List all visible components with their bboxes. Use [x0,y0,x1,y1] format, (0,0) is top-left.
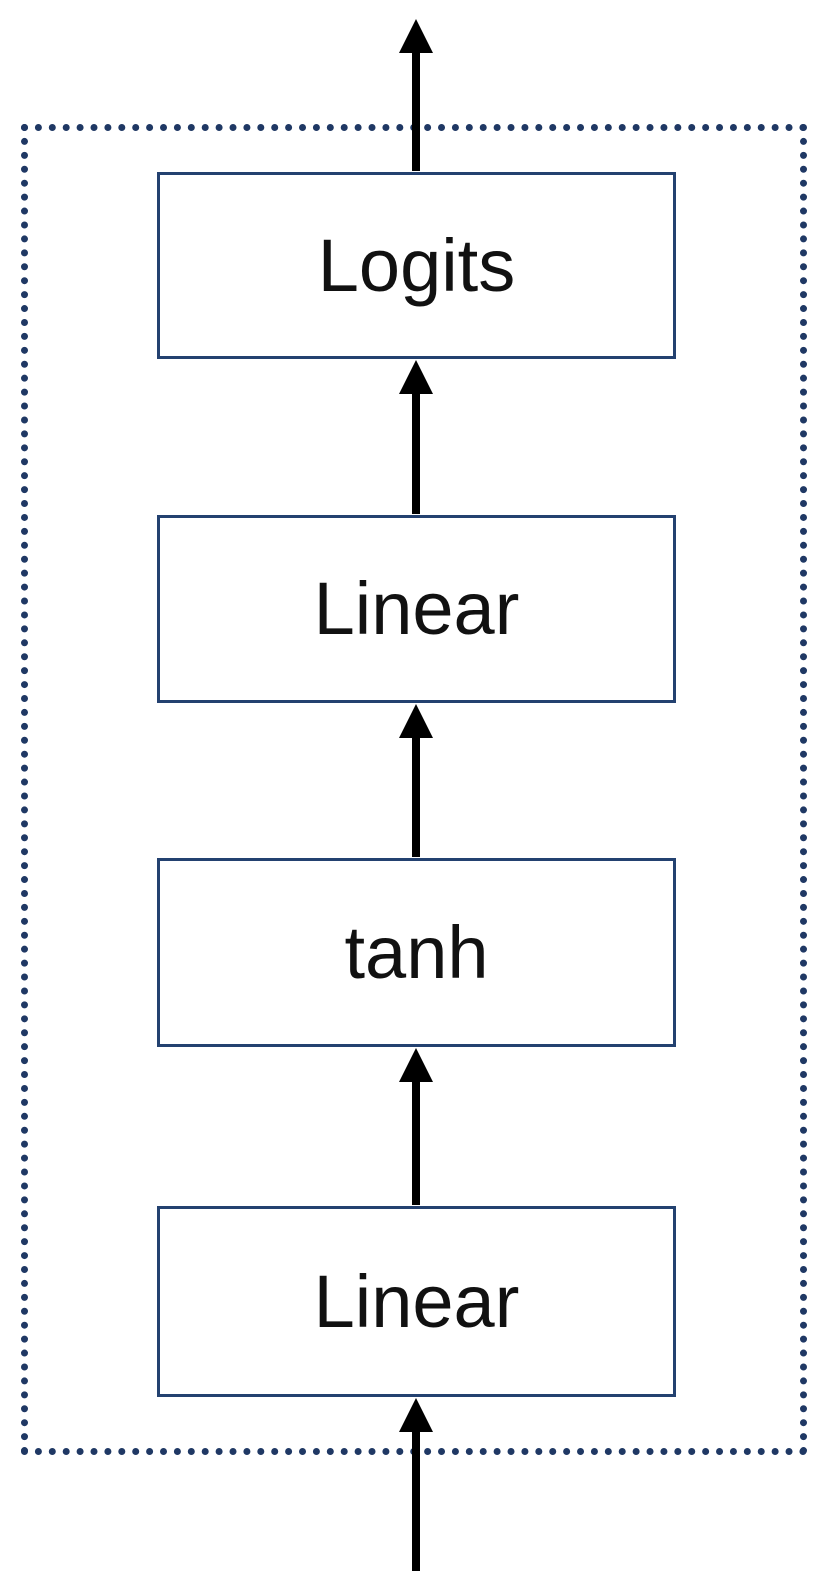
layer-box-linear-bottom[interactable]: Linear [157,1206,676,1397]
layer-box-linear-top[interactable]: Linear [157,515,676,703]
layer-label-logits: Logits [317,223,516,307]
layer-label-tanh: tanh [344,910,489,994]
layer-label-linear-bottom: Linear [313,1259,520,1343]
layer-box-logits[interactable]: Logits [157,172,676,359]
layer-box-tanh[interactable]: tanh [157,858,676,1047]
layer-label-linear-top: Linear [313,567,520,650]
